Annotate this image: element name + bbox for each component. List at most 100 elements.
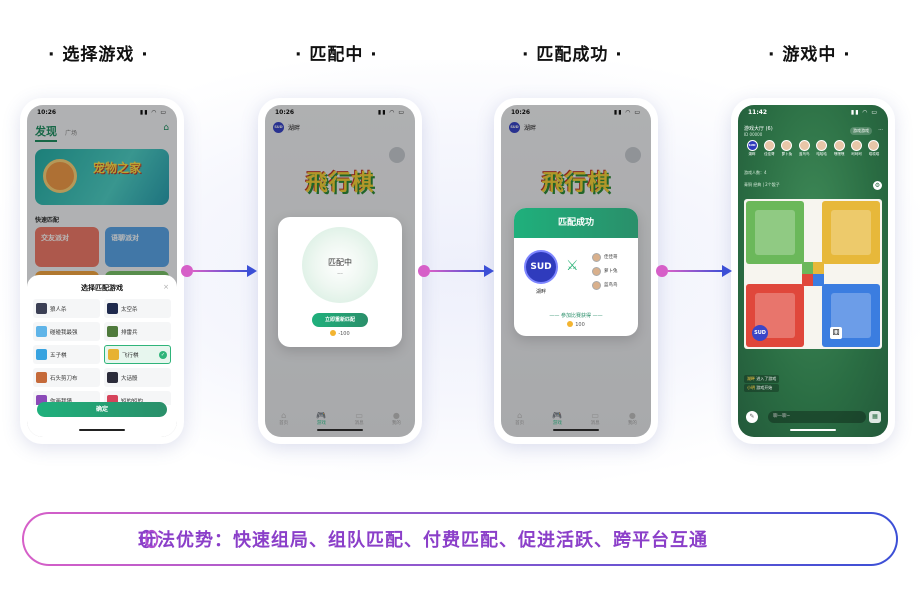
game-option[interactable]: 五子棋 (33, 345, 100, 364)
game-name: 你画我猜 (50, 397, 72, 405)
game-option[interactable]: 石头剪刀布 (33, 368, 100, 387)
home-icon: ⌂ (517, 411, 523, 420)
chat-input[interactable]: 聊一聊~ (768, 411, 866, 423)
game-option[interactable]: 你画我猜 (33, 391, 100, 405)
game-name: 太空杀 (121, 306, 138, 313)
card-party[interactable]: 交友派对 (35, 227, 99, 267)
message-icon: ▭ (591, 411, 599, 420)
tab-home[interactable]: ⌂首页 (279, 411, 288, 437)
chat-text: 游戏开始 (756, 385, 773, 390)
player[interactable]: 呵呵呵 (849, 140, 865, 157)
tab-home[interactable]: ⌂首页 (515, 411, 524, 437)
sud-piece: SUD (752, 325, 768, 341)
signal-wifi-battery-icon: ▮▮ ◠ ▭ (139, 109, 167, 116)
tab-me[interactable]: ●我的 (628, 411, 637, 437)
player-name: 嘿嘿嘿 (833, 152, 845, 156)
yellow-home (822, 201, 880, 264)
coin-value: -100 (338, 331, 350, 337)
opponent: 萝卜兔 (592, 264, 632, 278)
avatar (816, 140, 828, 151)
status-bar: 10:26 ▮▮ ◠ ▭ (37, 109, 167, 119)
tab-messages[interactable]: ▭消息 (355, 411, 364, 437)
gamepad-icon: 🎮 (316, 411, 327, 420)
tab-label: 我的 (627, 421, 637, 426)
rematch-button[interactable]: 立即重新匹配 (312, 313, 368, 327)
avatar (781, 140, 793, 151)
planet-illustration (43, 159, 77, 193)
game-icon (36, 395, 47, 405)
dice-icon[interactable]: ⚅ (830, 327, 843, 339)
flow-arrow (181, 265, 257, 277)
grid-menu-icon[interactable]: ▦ (869, 411, 881, 423)
tab-me[interactable]: ●我的 (392, 411, 401, 437)
avatar[interactable]: SUD (273, 122, 284, 133)
avatar (868, 140, 880, 151)
game-option[interactable]: 碰碰我最强 (33, 322, 100, 341)
status-time: 10:26 (511, 109, 531, 116)
user-header: SUD 湖畔 (509, 122, 536, 133)
confirm-button[interactable]: 确定 (37, 402, 167, 417)
banner[interactable]: 宠物之家 (35, 149, 169, 205)
card-voice[interactable]: 语聊派对 (105, 227, 169, 267)
avatar (592, 252, 601, 262)
tab-label: 游戏 (316, 421, 326, 426)
chat-user: 小明 (747, 385, 755, 390)
game-option[interactable]: 排雷兵 (104, 322, 171, 341)
status-bar: 11:42 ▮▮ ◠ ▭ (748, 109, 878, 119)
opponent-list: 佳佳哥 萝卜兔 蓝鸟鸟 (592, 250, 632, 292)
tab-discover[interactable]: 发现 (35, 123, 57, 142)
advantages-inner: 玩法优势：快速组局、组队匹配、付费匹配、促进活跃、跨平台互通 (24, 514, 896, 564)
game-option[interactable]: 狼人杀 (33, 299, 100, 318)
more-icon[interactable]: ··· (878, 127, 883, 133)
flow-arrow (418, 265, 494, 277)
bottom-tab-bar: ⌂首页 🎮游戏 ▭消息 ●我的 (265, 407, 415, 437)
swords-icon: ⚔ (566, 258, 579, 274)
check-icon: ✓ (159, 350, 167, 359)
player[interactable]: 蓝鸟鸟 (796, 140, 812, 157)
tab-games[interactable]: 🎮游戏 (552, 411, 562, 437)
game-name: 五子棋 (50, 352, 67, 359)
game-icon (36, 303, 47, 314)
mic-icon[interactable]: ✎ (746, 411, 758, 423)
player[interactable]: 萝卜兔 (779, 140, 795, 157)
home-icon[interactable]: ⌂ (163, 123, 169, 133)
decor-circle (389, 147, 405, 163)
player[interactable]: 嘿嘿嘿 (831, 140, 847, 157)
switch-game-button[interactable]: 游戏游戏 (850, 127, 872, 135)
step-title-playing: · 游戏中 · (768, 45, 851, 65)
player[interactable]: 哈哈哈 (814, 140, 830, 157)
player-name: 呵呵呵 (851, 152, 862, 156)
card-label: 交友派对 (41, 234, 69, 242)
close-icon[interactable]: × (163, 283, 169, 291)
player-name: 佳佳哥 (764, 152, 775, 156)
ludo-board[interactable]: SUD ⚅ (744, 199, 882, 349)
game-option[interactable]: 短的短的 (104, 391, 171, 405)
opponent-name: 蓝鸟鸟 (604, 283, 618, 288)
avatar (592, 266, 601, 276)
coin-icon (567, 321, 574, 327)
game-option[interactable]: 大话骰 (104, 368, 171, 387)
advantages-banner: 玩法优势：快速组局、组队匹配、付费匹配、促进活跃、跨平台互通 (22, 512, 898, 566)
tab-label: 消息 (354, 421, 364, 426)
avatar[interactable]: SUD (509, 122, 520, 133)
game-name: 碰碰我最强 (50, 329, 78, 336)
player[interactable]: 佳佳哥 (761, 140, 777, 157)
user-header: SUD 湖畔 (273, 122, 300, 133)
game-icon (36, 372, 47, 383)
player-count: 游戏人数：4 (744, 170, 767, 175)
game-name: 排雷兵 (121, 329, 138, 336)
tab-messages[interactable]: ▭消息 (591, 411, 600, 437)
arrow-line (668, 270, 724, 272)
phone-matching: 10:26 ▮▮ ◠ ▭ SUD 湖畔 飛行棋 匹配中 ... 立即重新匹配 -… (258, 98, 422, 444)
game-option[interactable]: 太空杀 (104, 299, 171, 318)
gear-icon[interactable]: ⚙ (873, 181, 882, 190)
tab-square[interactable]: 广场 (65, 130, 78, 137)
player[interactable]: 嘻嘻嘻 (866, 140, 882, 157)
step-title-matching: · 匹配中 · (295, 45, 378, 65)
tab-games[interactable]: 🎮游戏 (316, 411, 326, 437)
status-bar: 10:26 ▮▮ ◠ ▭ (511, 109, 641, 119)
chat-area: 湖畔 进入了游戏 小明 游戏开始 (744, 375, 780, 393)
game-mode: 青铜 经典 | 2个骰子 (744, 182, 780, 187)
game-option-selected[interactable]: 飞行棋✓ (104, 345, 171, 364)
